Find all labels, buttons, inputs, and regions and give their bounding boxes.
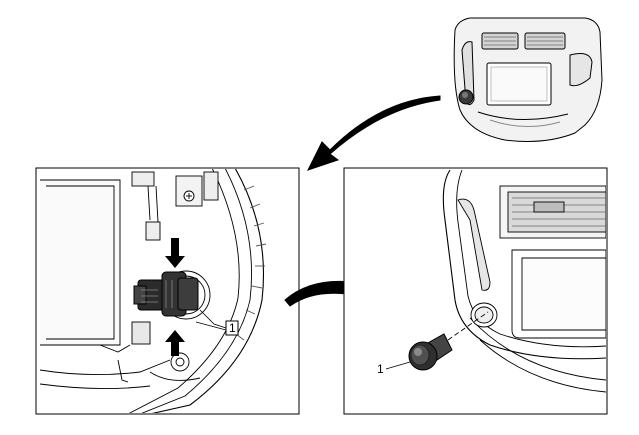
switch-connector-rear <box>133 271 199 317</box>
release-tab-arrow-down <box>165 238 185 268</box>
overview-to-detail-arrow <box>307 95 441 171</box>
install-path-dashed <box>447 311 489 341</box>
callout-1-right: 1 <box>377 361 411 376</box>
release-tab-arrow-up <box>165 330 185 356</box>
callout-1-right-label: 1 <box>377 362 384 376</box>
callout-1-left-label: 1 <box>229 321 236 335</box>
right-detail-panel: 1 <box>343 167 608 415</box>
overview-dash-bezel <box>453 17 603 142</box>
switch-removed <box>408 333 453 371</box>
left-detail-panel: 1 <box>35 167 300 415</box>
callout-1-left: 1 <box>195 309 239 336</box>
